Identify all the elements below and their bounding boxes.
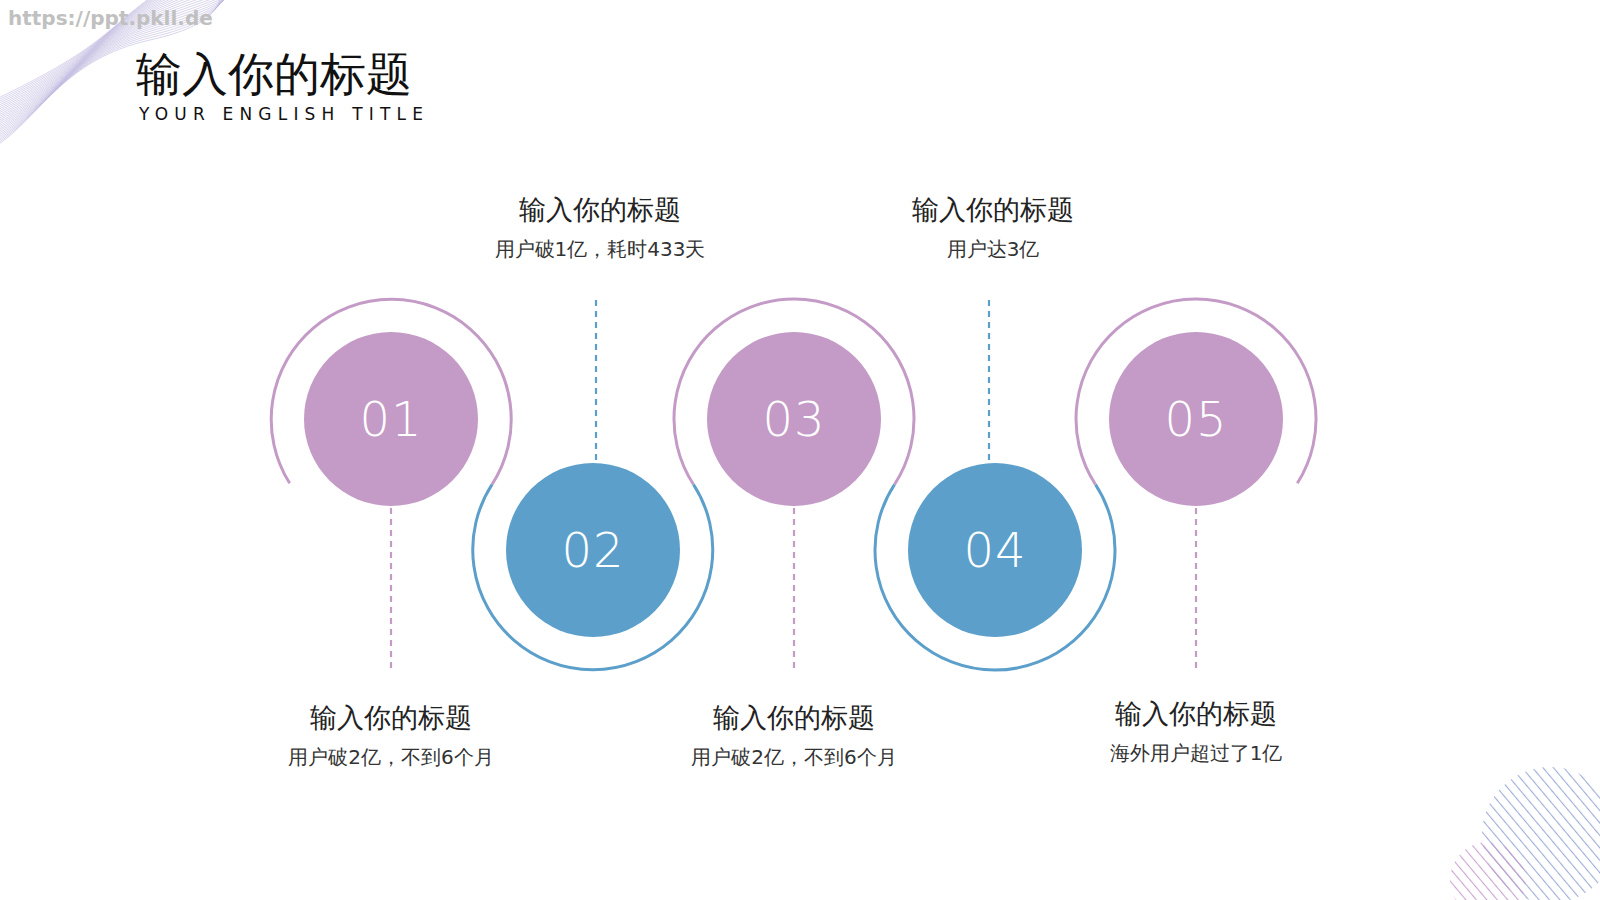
watermark: https://ppt.pkll.de — [8, 6, 213, 30]
step-heading: 输入你的标题 — [823, 192, 1163, 228]
step-circle: 05输入你的标题海外用户超过了1亿 — [1109, 332, 1283, 506]
step-number: 01 — [304, 332, 478, 506]
step-caption: 输入你的标题海外用户超过了1亿 — [1026, 696, 1366, 768]
step-caption: 输入你的标题用户达3亿 — [823, 192, 1163, 264]
slide-subtitle: YOUR ENGLISH TITLE — [139, 104, 429, 124]
step-number: 04 — [908, 463, 1082, 637]
step-heading: 输入你的标题 — [221, 700, 561, 736]
step-body: 用户破2亿，不到6个月 — [221, 742, 561, 772]
step-heading: 输入你的标题 — [1026, 696, 1366, 732]
step-circle: 02输入你的标题用户破1亿，耗时433天 — [506, 463, 680, 637]
step-number: 03 — [707, 332, 881, 506]
leader-line — [988, 300, 990, 462]
leader-line — [1195, 508, 1197, 672]
step-number: 05 — [1109, 332, 1283, 506]
slide-title: 输入你的标题 — [136, 46, 412, 102]
leader-line — [793, 508, 795, 672]
step-body: 用户破2亿，不到6个月 — [624, 742, 964, 772]
step-caption: 输入你的标题用户破2亿，不到6个月 — [624, 700, 964, 772]
step-body: 用户破1亿，耗时433天 — [430, 234, 770, 264]
step-heading: 输入你的标题 — [430, 192, 770, 228]
step-circle: 04输入你的标题用户达3亿 — [908, 463, 1082, 637]
step-body: 用户达3亿 — [823, 234, 1163, 264]
leader-line — [390, 508, 392, 672]
leader-line — [595, 300, 597, 462]
step-circle: 03输入你的标题用户破2亿，不到6个月 — [707, 332, 881, 506]
step-heading: 输入你的标题 — [624, 700, 964, 736]
step-caption: 输入你的标题用户破1亿，耗时433天 — [430, 192, 770, 264]
step-caption: 输入你的标题用户破2亿，不到6个月 — [221, 700, 561, 772]
step-body: 海外用户超过了1亿 — [1026, 738, 1366, 768]
step-number: 02 — [506, 463, 680, 637]
step-circle: 01输入你的标题用户破2亿，不到6个月 — [304, 332, 478, 506]
